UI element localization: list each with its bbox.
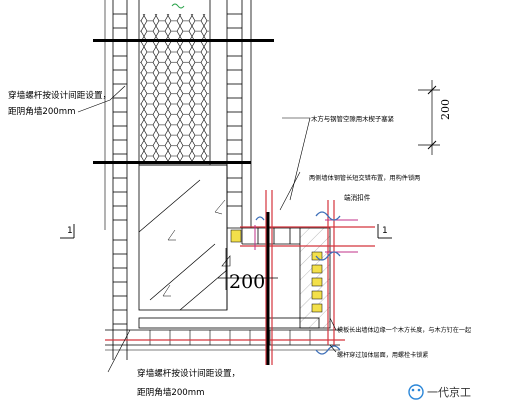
- steel-pipes: [105, 190, 375, 365]
- top-squiggle: [171, 3, 185, 9]
- dimension-200-inner: 200: [218, 248, 278, 293]
- section-mark-left: 1: [60, 224, 75, 239]
- watermark: 一代京工: [408, 384, 471, 400]
- insulation-honeycomb: [140, 14, 209, 164]
- watermark-logo-icon: [408, 384, 424, 400]
- left-ladder-rungs: [113, 13, 127, 325]
- vertical-wall: [104, 0, 252, 360]
- tie-bolt-bar-top: [93, 39, 274, 42]
- note-plywood: 模板长出墙体边缘一个木方长度，与木方钉在一起: [337, 326, 471, 334]
- section-mark-right: 1: [377, 224, 392, 239]
- note-steel-pipe-line2: 端消扣件: [344, 193, 371, 202]
- tie-bolts: [254, 219, 358, 253]
- corner-wood-blocks: [230, 229, 323, 313]
- leader-lines: [77, 85, 337, 373]
- note-tie-bolt-bottom-line2: 距阴角墙200mm: [137, 386, 205, 398]
- note-batten-steel: 木方与钢管空隙用木楔子塞紧: [311, 114, 395, 123]
- lower-wall-body: [138, 164, 228, 311]
- note-tie-bolt-bottom-line1: 穿墙螺杆按设计间距设置，: [137, 367, 240, 379]
- note-steel-pipe-line1: 两侧墙体钢管长短交错布置，用构件锁两: [309, 174, 420, 182]
- section-mark-right-label: 1: [382, 226, 388, 236]
- note-nut: 螺杆穿过加体层面，用螺栓卡锁紧: [337, 351, 428, 359]
- tie-bolt-bar-middle: [93, 161, 251, 164]
- dimension-label-200-vertical: 200: [439, 99, 452, 120]
- section-mark-left-label: 1: [67, 226, 73, 236]
- dimension-200-vertical: 200: [418, 80, 452, 155]
- right-ladder-rungs: [227, 13, 242, 207]
- bottom-formwork: [105, 317, 340, 351]
- note-tie-bolt-top-line2: 距阴角墙200mm: [8, 105, 76, 117]
- clamps: [255, 211, 341, 355]
- watermark-text: 一代京工: [427, 385, 471, 399]
- dimension-label-200-inner: 200: [229, 271, 265, 293]
- corner-ladder: [241, 228, 291, 244]
- note-tie-bolt-top-line1: 穿墙螺杆按设计间距设置，: [8, 89, 111, 101]
